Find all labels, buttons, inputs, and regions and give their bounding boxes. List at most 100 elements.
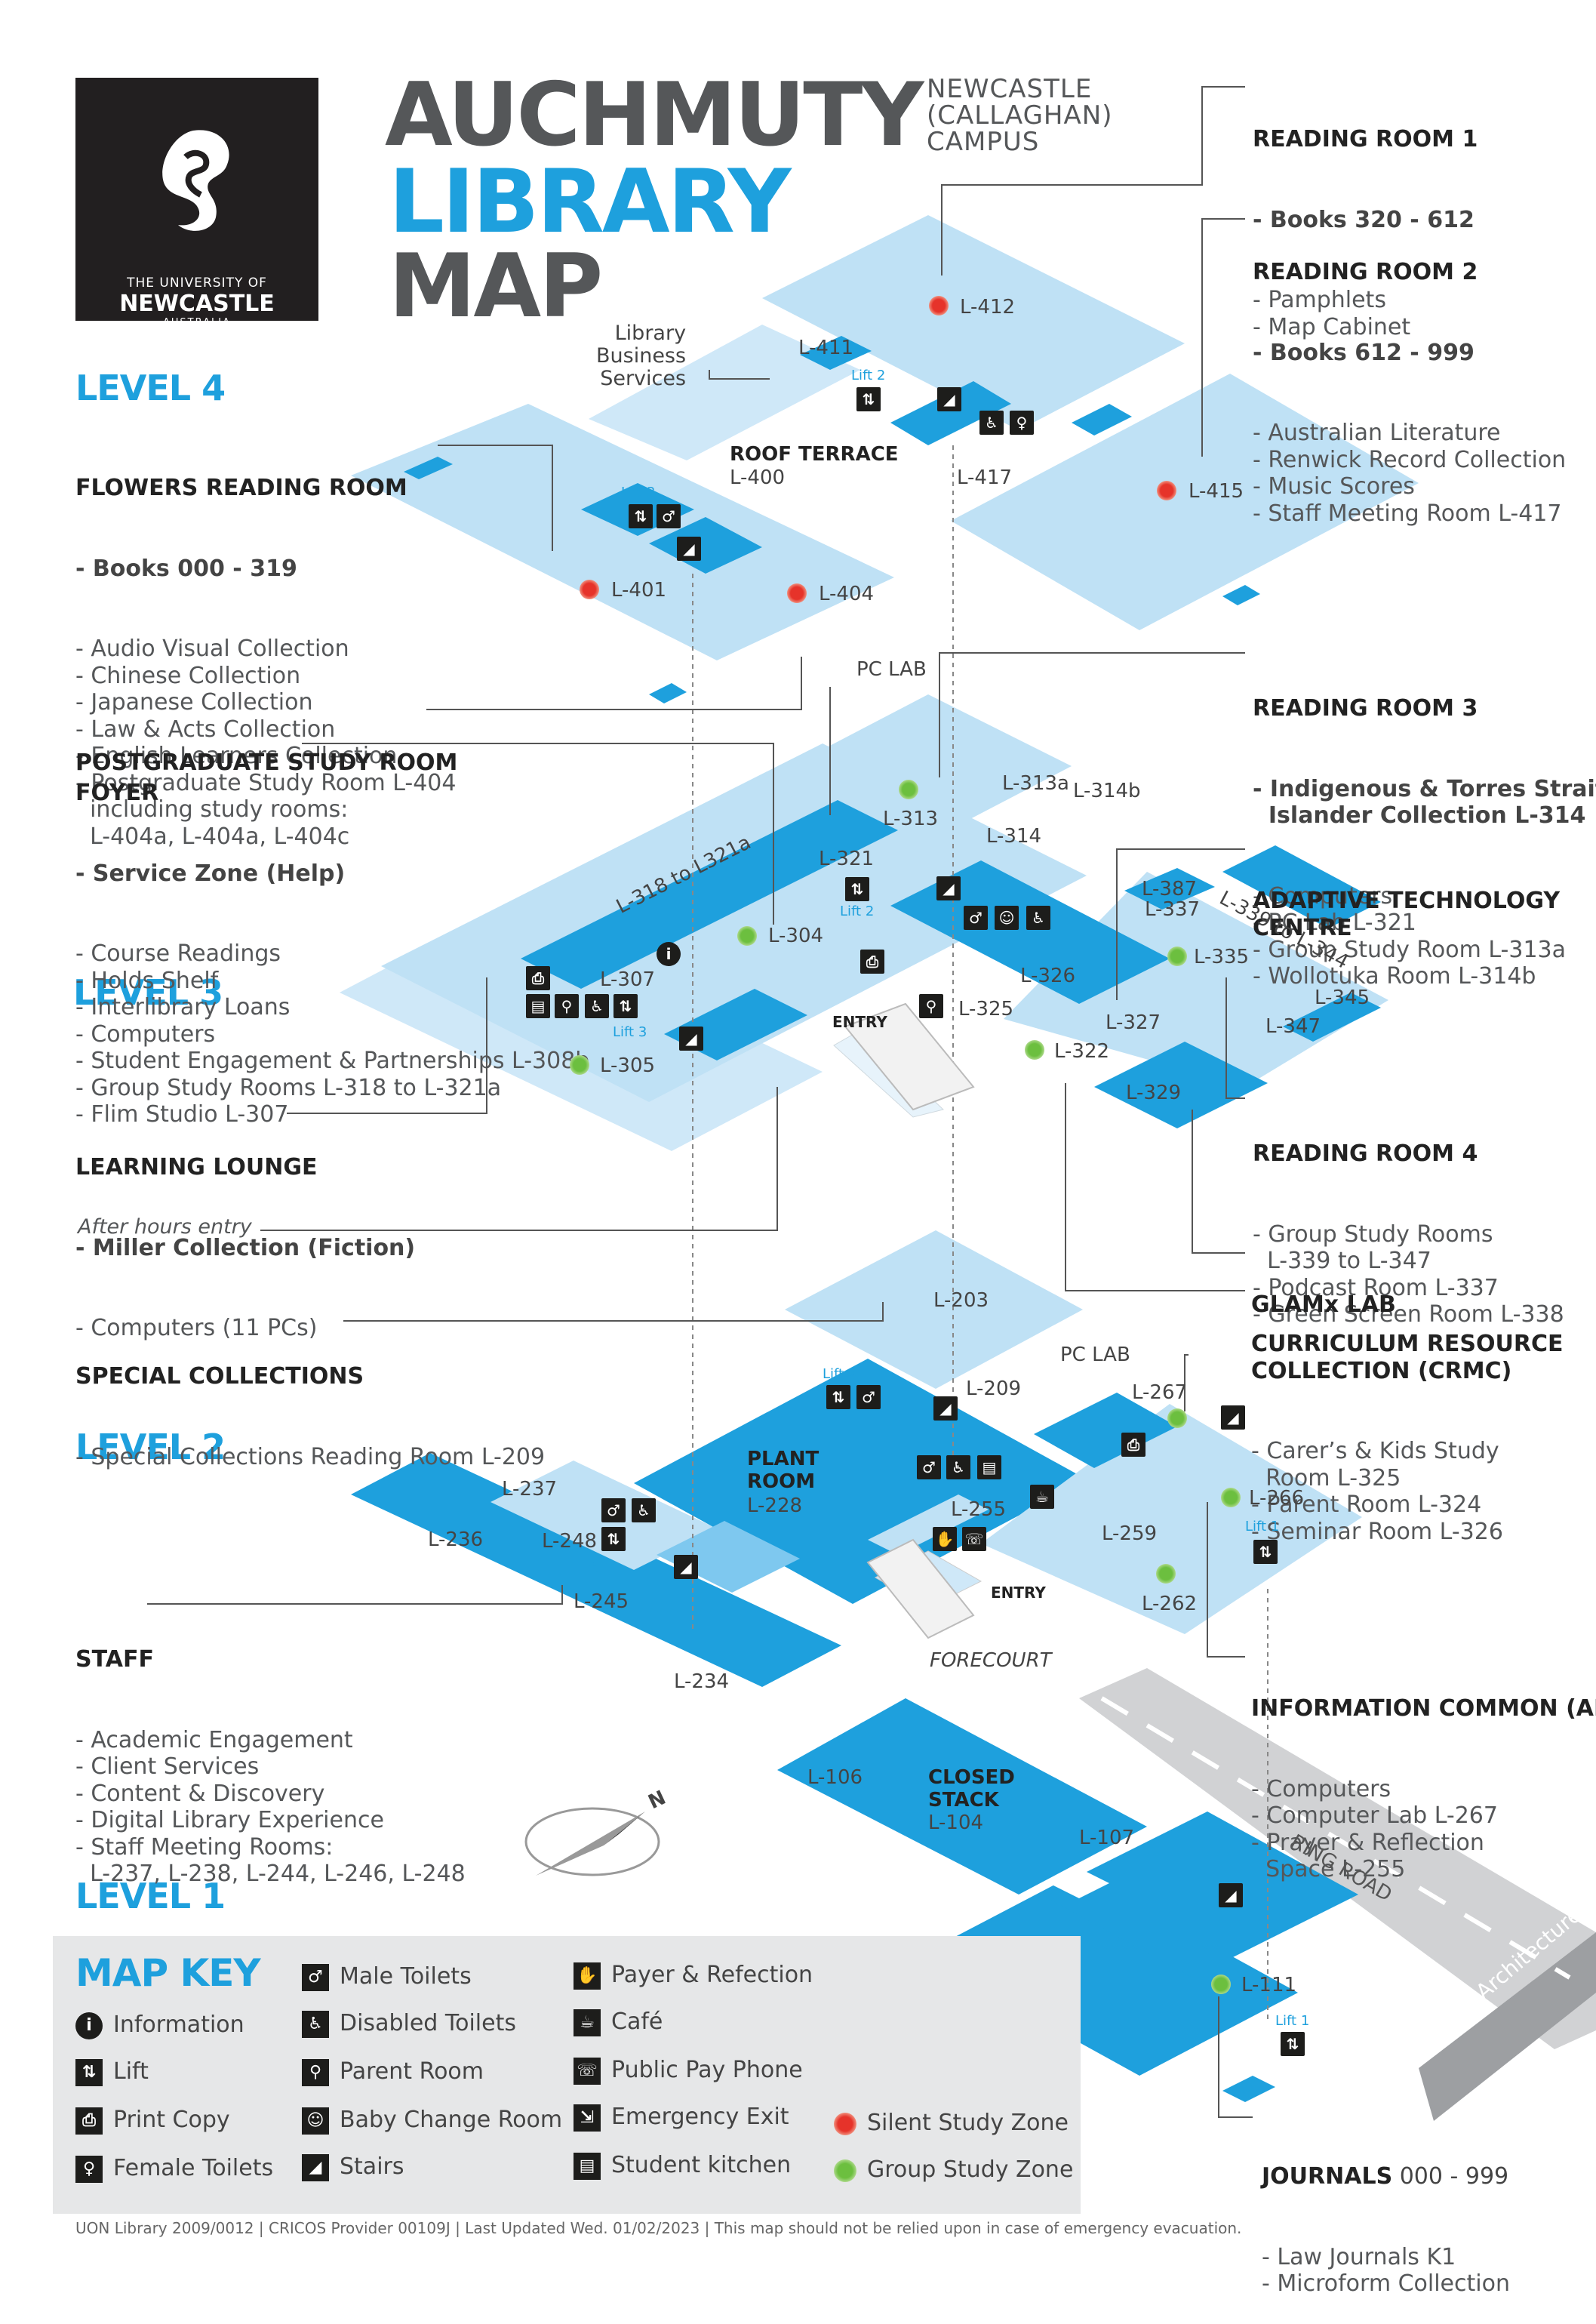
room-label-l387: L-387: [1142, 878, 1198, 900]
information-icon: i: [75, 2012, 103, 2039]
room-label-l266: L-266: [1249, 1487, 1305, 1510]
disabled-toilets-icon: ♿: [946, 1455, 970, 1479]
lift-icon: ⇅: [1281, 2032, 1305, 2056]
room-label-l237: L-237: [502, 1478, 558, 1501]
lift-icon: ⇅: [613, 994, 638, 1018]
special-heading: SPECIAL COLLECTIONS: [75, 1363, 364, 1390]
rr4-items: - Group Study Rooms L-339 to L-347 - Pod…: [1253, 1220, 1564, 1328]
crmc-block: CURRICULUM RESOURCE COLLECTION (CRMC) - …: [1251, 1277, 1564, 1572]
room-label-l111: L-111: [1241, 1974, 1297, 1996]
room-label-l314b: L-314b: [1073, 780, 1141, 802]
public-phone-icon: ☏: [574, 2057, 601, 2085]
room-label-l404: L-404: [819, 583, 875, 605]
key-student-kitchen: ▤Student kitchen: [574, 2152, 791, 2180]
level-1-floor: [777, 1698, 1358, 2102]
rr3-bold: - Indigenous & Torres Strait Islander Co…: [1253, 775, 1596, 830]
toilets-icon: ♂: [964, 906, 988, 930]
lounge-heading: LEARNING LOUNGE: [75, 1154, 318, 1180]
key-silent-study-zone: Silent Study Zone: [834, 2110, 1069, 2136]
silent-zone-marker: [1157, 481, 1176, 500]
level-4-floor: [351, 215, 1419, 703]
male-toilets-icon: ♂: [302, 1963, 329, 1991]
aic-heading: INFORMATION COMMON (AIC): [1251, 1695, 1596, 1722]
stairs-icon: ◢: [674, 1555, 698, 1579]
room-label-l262: L-262: [1142, 1593, 1198, 1615]
information-common-block: INFORMATION COMMON (AIC) - Computers - C…: [1251, 1642, 1596, 1910]
toilets-icon: ♂: [917, 1455, 941, 1479]
room-label-l417: L-417: [957, 466, 1013, 489]
room-label-l322: L-322: [1054, 1040, 1110, 1063]
entry-label-level2: ENTRY: [991, 1584, 1046, 1602]
silent-zone-marker: [580, 580, 599, 599]
room-label-l248: L-248: [542, 1530, 598, 1553]
print-copy-icon: ⎙: [1121, 1433, 1145, 1457]
key-male-toilets: ♂Male Toilets: [302, 1963, 472, 1991]
stairs-icon: ◢: [679, 1027, 703, 1051]
lift-icon: ⇅: [845, 877, 869, 901]
title-map: MAP: [389, 235, 603, 337]
campus-line-1: NEWCASTLE: [927, 74, 1093, 104]
flowers-items: - Audio Visual Collection - Chinese Coll…: [75, 636, 457, 850]
adaptive-heading: ADAPTIVE TECHNOLOGY CENTRE: [1253, 888, 1561, 941]
after-hours-entry: After hours entry: [78, 1215, 252, 1239]
rr1-items: - Pamphlets - Map Cabinet: [1253, 287, 1411, 340]
room-label-l209: L-209: [966, 1377, 1022, 1400]
stairs-icon: ◢: [302, 2153, 329, 2181]
public-phone-icon: ☏: [962, 1527, 986, 1551]
key-print-copy: ⎙Print Copy: [75, 2107, 230, 2135]
room-label-l325: L-325: [958, 998, 1014, 1020]
lift-icon: ⇅: [75, 2058, 103, 2086]
room-label-l307: L-307: [600, 968, 656, 991]
key-female-toilets: ♀Female Toilets: [75, 2155, 273, 2183]
rr4-heading: READING ROOM 4: [1253, 1140, 1478, 1167]
journals-heading-rest: 000 - 999: [1392, 2163, 1509, 2190]
lift-label-2-l2: Lift 2: [823, 1366, 857, 1382]
lift-label-2-l4: Lift 2: [851, 368, 886, 383]
key-emergency-exit: ⇲Emergency Exit: [574, 2104, 789, 2132]
level-3-heading: LEVEL 3: [73, 972, 223, 1013]
crmc-heading: CURRICULUM RESOURCE COLLECTION (CRMC): [1251, 1331, 1564, 1384]
room-label-l267: L-267: [1132, 1381, 1188, 1404]
key-prayer: ✋Payer & Refection: [574, 1962, 813, 1990]
level-2-heading: LEVEL 2: [75, 1427, 226, 1467]
learning-lounge-block: LEARNING LOUNGE - Miller Collection (Fic…: [75, 1100, 415, 1368]
prayer-icon: ✋: [574, 1962, 601, 1990]
title-auchmuty: AUCHMUTY: [385, 64, 924, 166]
lift-icon: ⇅: [629, 504, 653, 528]
rr3-heading: READING ROOM 3: [1253, 695, 1478, 722]
silent-zone-icon: [834, 2112, 856, 2135]
stairs-graphic: [844, 1002, 975, 1639]
leader-lines: [147, 86, 1253, 2118]
lift-guide-lines: [692, 445, 1268, 2023]
reading-room-2-block: READING ROOM 2 - Books 612 - 999 - Austr…: [1253, 205, 1566, 554]
group-zone-marker: [1167, 1408, 1187, 1428]
campus-line-3: CAMPUS: [927, 127, 1040, 157]
room-label-l203: L-203: [933, 1289, 989, 1312]
key-public-phone: ☏Public Pay Phone: [574, 2057, 803, 2085]
library-business-services-label: Library Business Services: [596, 322, 687, 390]
room-label-l228: L-228: [747, 1494, 803, 1517]
entry-label-level3: ENTRY: [832, 1013, 887, 1031]
group-zone-marker: [737, 926, 757, 946]
room-label-l321: L-321: [819, 848, 875, 870]
room-label-l347: L-347: [1265, 1015, 1321, 1038]
student-kitchen-icon: ▤: [526, 994, 550, 1018]
disabled-toilets-icon: ♿: [632, 1498, 656, 1522]
journals-items: - Law Journals K1 - Microform Collection: [1262, 2243, 1510, 2298]
key-baby-change: ☺Baby Change Room: [302, 2107, 562, 2135]
staff-heading: STAFF: [75, 1646, 154, 1673]
ring-road: [1079, 1668, 1596, 2121]
flowers-reading-room-block: FLOWERS READING ROOM - Books 000 - 319 -…: [75, 421, 456, 877]
lift-icon: ⇅: [1253, 1540, 1278, 1564]
room-label-l313a: L-313a: [1002, 772, 1069, 795]
silent-zone-marker: [787, 583, 807, 603]
room-label-l304: L-304: [768, 925, 824, 947]
silent-zone-marker: [929, 296, 949, 316]
stairs-icon: ◢: [936, 876, 961, 900]
rr3-items: - Computers - PC Lab L-321 - Group Study…: [1253, 882, 1567, 990]
room-label-l400: L-400: [730, 466, 786, 489]
lounge-items: - Computers (11 PCs): [75, 1315, 318, 1341]
lift-label-3-l2: Lift 3: [577, 1560, 612, 1576]
compass-icon: [524, 1807, 660, 1876]
